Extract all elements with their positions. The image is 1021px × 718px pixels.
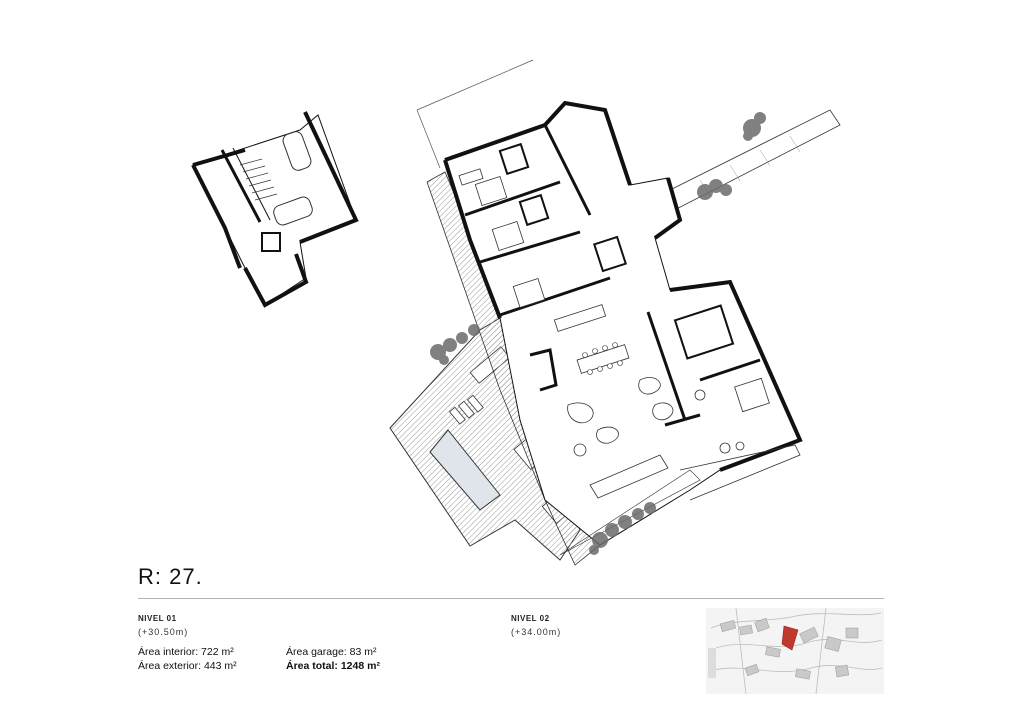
area-interior: Área interior: 722 m² bbox=[138, 646, 234, 658]
area-garage: Área garage: 83 m² bbox=[286, 646, 377, 658]
area-total: Área total: 1248 m² bbox=[286, 660, 380, 672]
area-exterior: Área exterior: 443 m² bbox=[138, 660, 237, 672]
level-2-name: NIVEL 02 bbox=[511, 614, 550, 623]
level-1-name: NIVEL 01 bbox=[138, 614, 177, 623]
reference-title: R: 27. bbox=[138, 564, 203, 589]
level-1-elevation: (+30.50m) bbox=[138, 627, 189, 637]
divider bbox=[138, 598, 884, 599]
vegetation bbox=[430, 112, 766, 555]
floor-plan-drawing bbox=[191, 59, 841, 566]
main-plan bbox=[389, 59, 841, 566]
site-key-map bbox=[706, 608, 884, 694]
garage-plan bbox=[191, 111, 359, 308]
level-2-elevation: (+34.00m) bbox=[511, 627, 562, 637]
